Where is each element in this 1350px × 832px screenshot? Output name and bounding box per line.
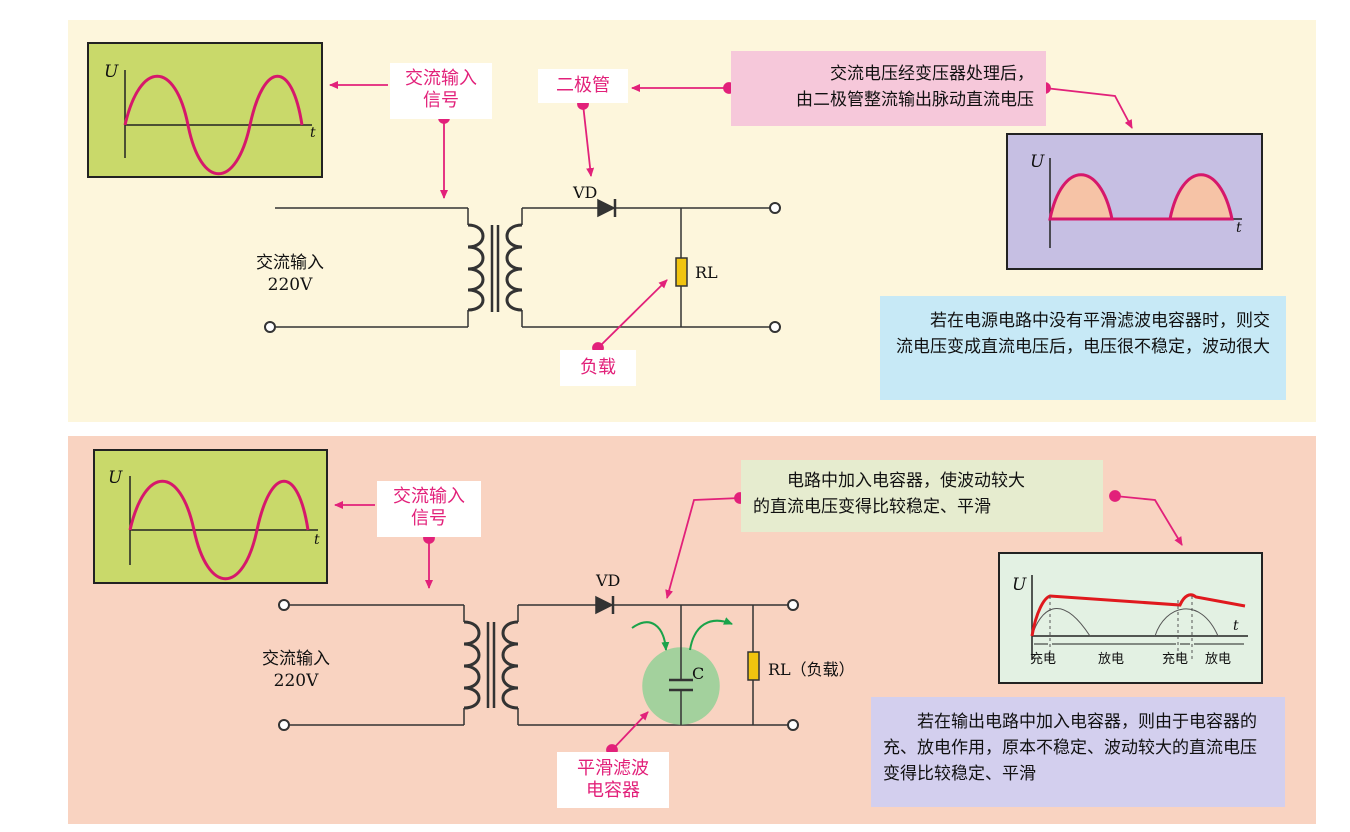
segment-charge-1: 充电 <box>1030 652 1057 667</box>
ac-input-signal-label-2: 交流输入 信号 <box>377 481 481 537</box>
output-wave-t-label-2: t <box>1233 618 1239 634</box>
rectifier-callout: 交流电压经变压器处理后， 由二极管整流输出脉动直流电压 <box>731 51 1046 126</box>
ac-input-signal-label: 交流输入 信号 <box>390 63 492 119</box>
bottom-input-waveform <box>93 449 328 584</box>
capacitor-current-arrows <box>631 617 733 651</box>
capacitor-c-label: C <box>692 664 705 683</box>
resistor-rl-label: RL <box>695 263 718 282</box>
segment-discharge-2: 放电 <box>1205 652 1232 667</box>
top-output-waveform <box>1006 133 1263 270</box>
diode-label: 二极管 <box>538 69 628 103</box>
output-wave-u-label: U <box>1030 152 1045 172</box>
with-filter-note: 若在输出电路中加入电容器，则由于电容器的充、放电作用，原本不稳定、波动较大的直流… <box>871 697 1285 807</box>
input-wave-u-label-2: U <box>108 468 123 488</box>
output-wave-t-label: t <box>1236 220 1242 236</box>
load-label: 负载 <box>560 350 636 386</box>
bottom-circuit <box>278 595 799 731</box>
input-wave-t-label-2: t <box>314 532 320 548</box>
output-wave-u-label-2: U <box>1012 575 1027 595</box>
bottom-output-waveform <box>998 552 1263 684</box>
segment-charge-2: 充电 <box>1162 652 1189 667</box>
resistor-rl-load-label: RL（负载） <box>768 660 855 679</box>
input-wave-u-label: U <box>104 62 119 82</box>
smoothing-capacitor-label: 平滑滤波 电容器 <box>557 752 669 808</box>
top-input-waveform <box>87 42 323 178</box>
capacitor-callout: 电路中加入电容器，使波动较大 的直流电压变得比较稳定、平滑 <box>741 460 1103 532</box>
ac-input-220v-label: 交流输入 220V <box>256 253 324 295</box>
segment-discharge-1: 放电 <box>1098 652 1125 667</box>
no-filter-note: 若在电源电路中没有平滑滤波电容器时，则交流电压变成直流电压后，电压很不稳定，波动… <box>880 296 1286 400</box>
ac-input-220v-label-2: 交流输入 220V <box>262 649 330 691</box>
diode-vd-label-2: VD <box>596 571 621 590</box>
diode-vd-label: VD <box>573 183 598 202</box>
bottom-pointers <box>334 490 1183 756</box>
top-circuit <box>264 198 781 333</box>
input-wave-t-label: t <box>310 125 316 141</box>
